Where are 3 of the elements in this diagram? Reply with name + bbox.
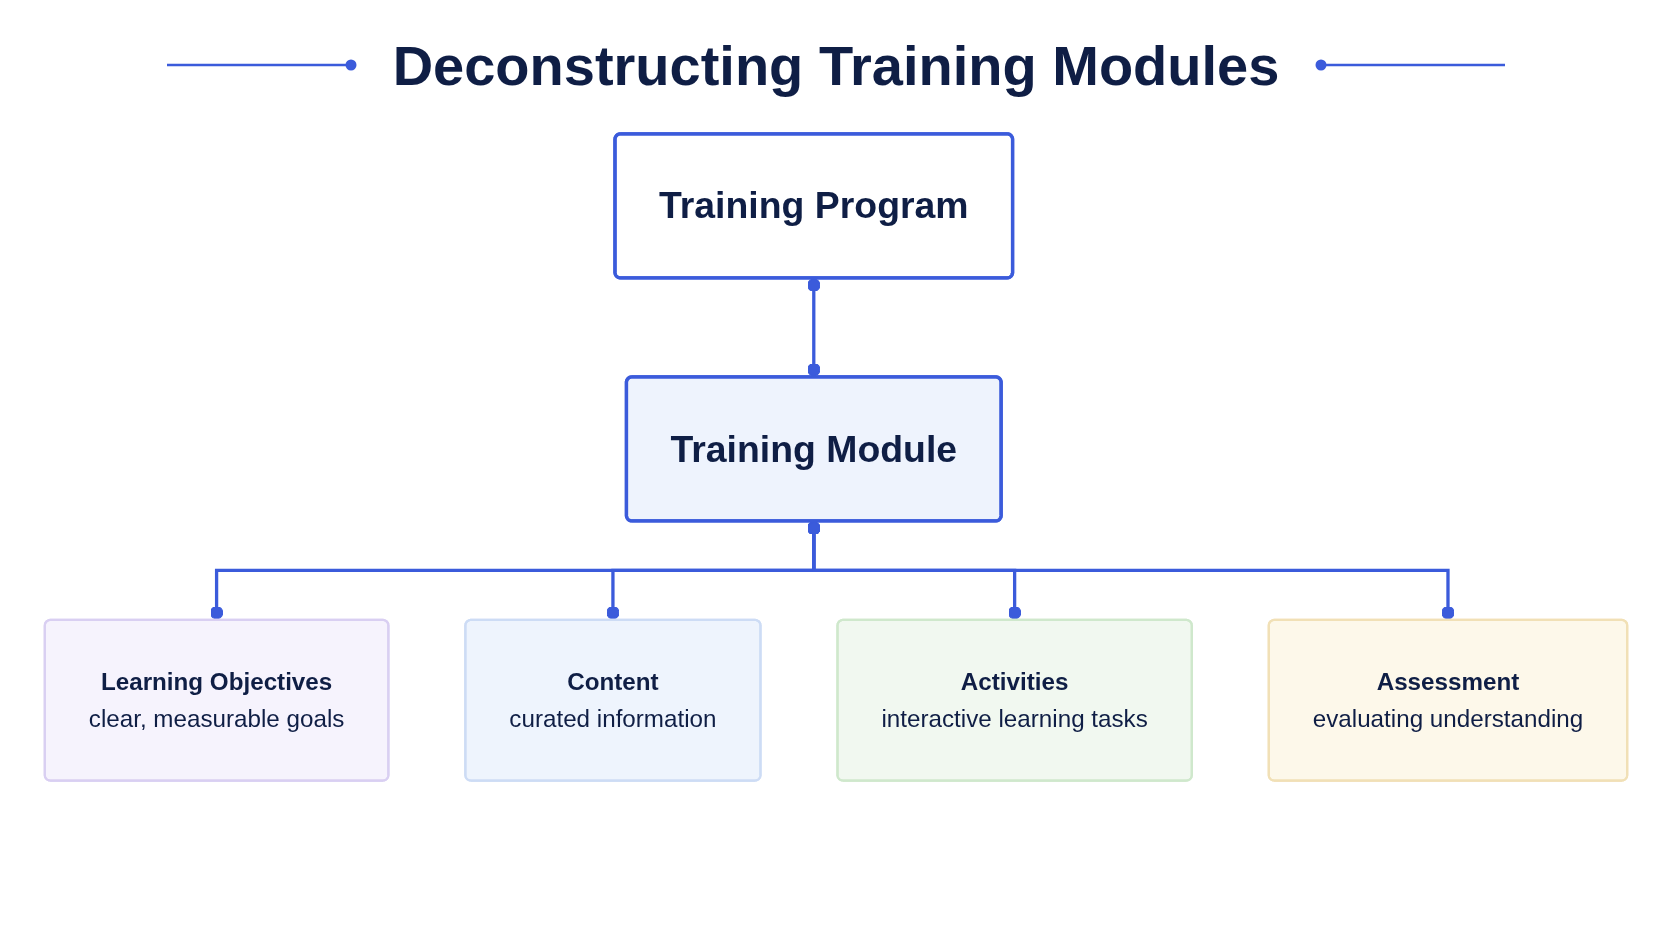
diagram-title: Deconstructing Training Modules xyxy=(392,32,1280,98)
connector xyxy=(807,277,821,377)
connector xyxy=(807,520,1455,620)
